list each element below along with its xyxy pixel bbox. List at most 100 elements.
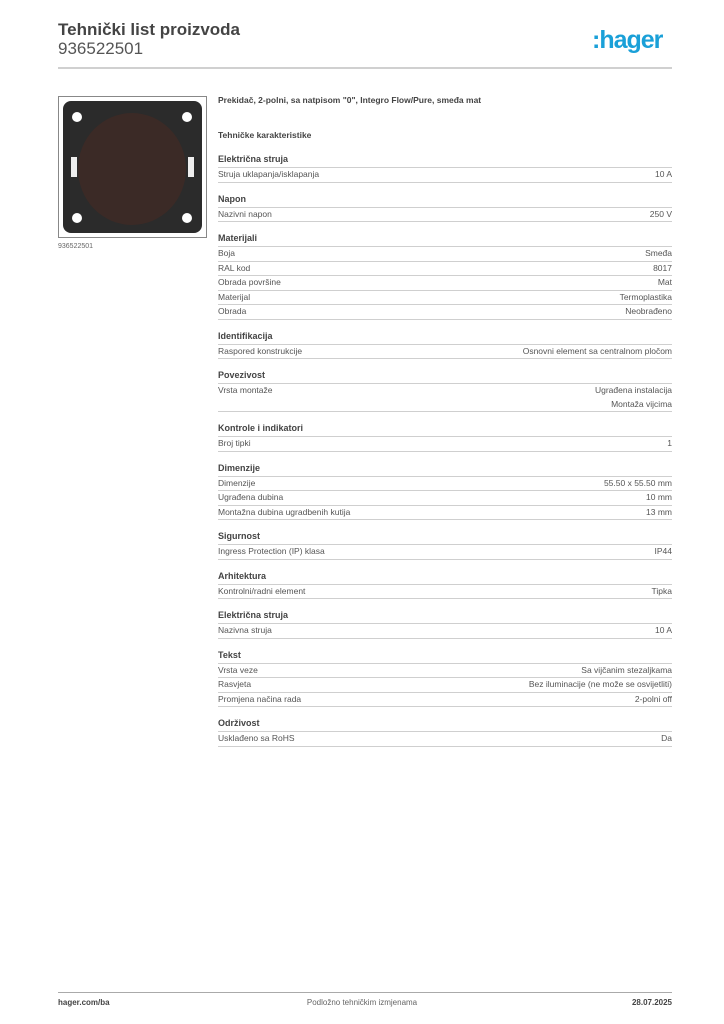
spec-value: Tipka [651,585,672,596]
spec-row: RAL kod 8017 [218,262,672,276]
spec-label: Boja [218,248,236,258]
spec-row: Ugrađena dubina 10 mm [218,491,672,506]
header-divider [58,67,672,69]
spec-row: Struja uklapanja/isklapanja 10 A [218,168,672,183]
spec-value: Ugrađena instalacija Montaža vijcima [594,385,672,409]
section-title: Električna struja [218,608,672,624]
section-title: Arhitektura [218,569,672,585]
spec-label: Broj tipki [218,438,251,448]
tech-heading: Tehničke karakteristike [218,130,312,140]
spec-label: Ingress Protection (IP) klasa [218,546,325,556]
spec-row: Nazivni napon 250 V [218,208,672,222]
spec-label: Ugrađena dubina [218,492,284,502]
spec-row: Promjena načina rada 2-polni off [218,693,672,707]
footer-website[interactable]: hager.com/ba [58,998,110,1007]
spec-value: Sa vijčanim stezaljkama [581,664,672,675]
section-title: Napon [218,192,672,208]
spec-row: Vrsta montaže Ugrađena instalacija Montaž… [218,384,672,412]
spec-value: Bez iluminacije (ne može se osvijetliti) [528,679,672,689]
spec-label: Materijal [218,291,251,302]
spec-value: Neobrađeno [625,306,672,316]
spec-label: Rasvjeta [218,679,252,689]
spec-value: Mat [657,277,672,287]
spec-value: 2-polni off [634,693,672,704]
spec-label: Nazivna struja [218,625,272,635]
spec-row: Materijal Termoplastika [218,291,672,305]
spec-value: 55.50 x 55.50 mm [603,477,672,488]
spec-value: Osnovni element sa centralnom pločom [522,345,672,356]
spec-value: 250 V [649,208,672,219]
switch-illustration [63,101,202,233]
spec-row: Usklađeno sa RoHS Da [218,732,672,747]
product-image [58,96,207,238]
spec-label: Promjena načina rada [218,693,302,704]
section-title: Povezivost [218,368,672,384]
spec-row: Ingress Protection (IP) klasa IP44 [218,545,672,560]
section-title: Materijali [218,231,672,247]
product-name: Prekidač, 2-polni, sa natpisom "0", Inte… [218,95,482,105]
spec-label: Kontrolni/radni element [218,585,306,596]
spec-label: Vrsta montaže [218,385,273,395]
spec-row: Rasvjeta Bez iluminacije (ne može se osvi… [218,678,672,693]
spec-value: 10 mm [646,492,672,502]
spec-row: Dimenzije 55.50 x 55.50 mm [218,477,672,491]
spec-label: Vrsta veze [218,664,258,675]
hager-logo: :hager [592,26,663,54]
page-title: Tehnički list proizvoda [58,20,240,39]
spec-row: Obrada Neobrađeno [218,305,672,320]
spec-value: 8017 [653,262,672,273]
spec-value: 13 mm [646,506,672,517]
section-title: Kontrole i indikatori [218,421,672,437]
spec-value: IP44 [654,546,673,556]
section-title: Identifikacija [218,329,672,345]
section-title: Električna struja [218,152,672,168]
spec-row: Obrada površine Mat [218,276,672,291]
spec-label: Usklađeno sa RoHS [218,733,295,743]
footer-date: 28.07.2025 [631,998,672,1007]
spec-value: 1 [667,438,672,448]
spec-row: Kontrolni/radni element Tipka [218,585,672,599]
spec-label: RAL kod [218,262,251,273]
spec-label: Montažna dubina ugradbenih kutija [218,506,351,517]
spec-label: Obrada površine [218,277,281,287]
section-title: Sigurnost [218,529,672,545]
section-title: Tekst [218,648,672,664]
spec-row: Vrsta veze Sa vijčanim stezaljkama [218,664,672,678]
spec-row: Montažna dubina ugradbenih kutija 13 mm [218,506,672,520]
image-caption: 936522501 [58,243,94,250]
spec-value: 10 A [654,625,672,635]
footer-divider [58,992,672,993]
spec-label: Raspored konstrukcije [218,345,303,356]
spec-label: Struja uklapanja/isklapanja [218,169,320,179]
spec-row: Raspored konstrukcije Osnovni element sa … [218,345,672,359]
section-title: Dimenzije [218,461,672,477]
spec-value: Da [661,733,672,743]
spec-value: 10 A [654,169,672,179]
section-title: Održivost [218,716,672,732]
spec-label: Nazivni napon [218,208,272,219]
spec-row: Boja Smeđa [218,247,672,262]
spec-label: Dimenzije [218,477,256,488]
product-code: 936522501 [58,39,144,58]
spec-value: Smeđa [645,248,672,258]
spec-label: Obrada [218,306,247,316]
footer-note: Podložno tehničkim izmjenama [306,998,418,1007]
spec-value: Termoplastika [619,291,672,302]
spec-row: Broj tipki 1 [218,437,672,452]
spec-content: Prekidač, 2-polni, sa natpisom "0", Inte… [218,95,672,756]
spec-row: Nazivna struja 10 A [218,624,672,639]
